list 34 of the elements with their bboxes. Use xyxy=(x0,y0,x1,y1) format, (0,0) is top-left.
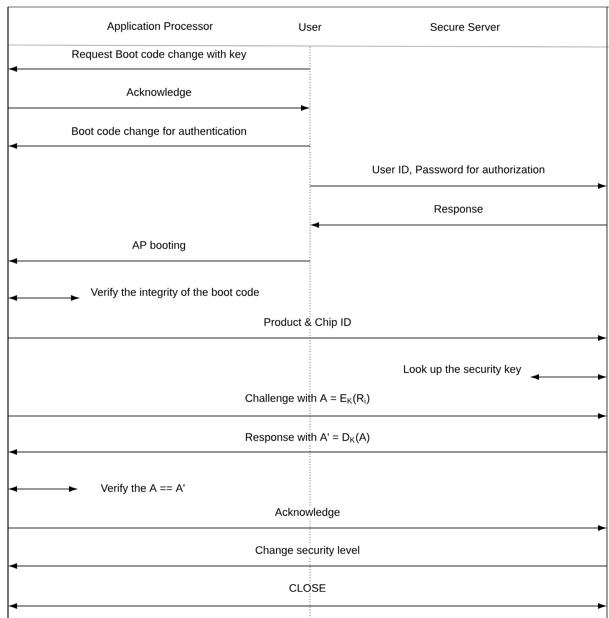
edge-label: Request Boot code change with key xyxy=(71,49,247,61)
edge-label: AP booting xyxy=(132,240,186,252)
edge-label: Acknowledge xyxy=(126,87,192,99)
edge-label: User ID, Password for authorization xyxy=(372,164,546,176)
edge-label: Response xyxy=(433,204,484,216)
edge-label: Boot code change for authentication xyxy=(70,126,248,138)
arrow xyxy=(8,413,606,419)
arrow xyxy=(9,449,608,455)
arrow xyxy=(9,603,606,609)
arrow xyxy=(9,258,310,264)
arrow xyxy=(311,222,608,228)
arrow xyxy=(9,295,79,301)
edge-label: Verify the integrity of the boot code xyxy=(90,287,260,299)
edge-label: Verify the A == A' xyxy=(100,483,186,495)
edge-label: Response with A' = D$_{K}$(A) xyxy=(244,432,370,444)
edge-label: Product & Chip ID xyxy=(263,317,352,329)
arrow xyxy=(9,486,77,492)
edge-label: Change security level xyxy=(254,545,360,557)
arrow xyxy=(310,183,606,189)
lifeline xyxy=(606,6,608,618)
edge-label: Acknowledge xyxy=(274,507,341,519)
arrow xyxy=(9,563,608,569)
arrow xyxy=(9,66,310,72)
arrow xyxy=(8,525,606,531)
participant-label: User xyxy=(299,23,322,31)
edge-label: Challenge with A = E$_{K}$(R$_{i}$) xyxy=(244,393,371,405)
participant-label: Application Processor xyxy=(107,22,213,32)
edge-label: CLOSE xyxy=(288,584,327,592)
arrow xyxy=(8,335,606,341)
arrow xyxy=(8,105,309,111)
arrow xyxy=(9,143,310,149)
arrow xyxy=(531,374,606,380)
participant-label: Secure Server xyxy=(430,23,500,31)
edge-label: Look up the security key xyxy=(402,364,522,376)
